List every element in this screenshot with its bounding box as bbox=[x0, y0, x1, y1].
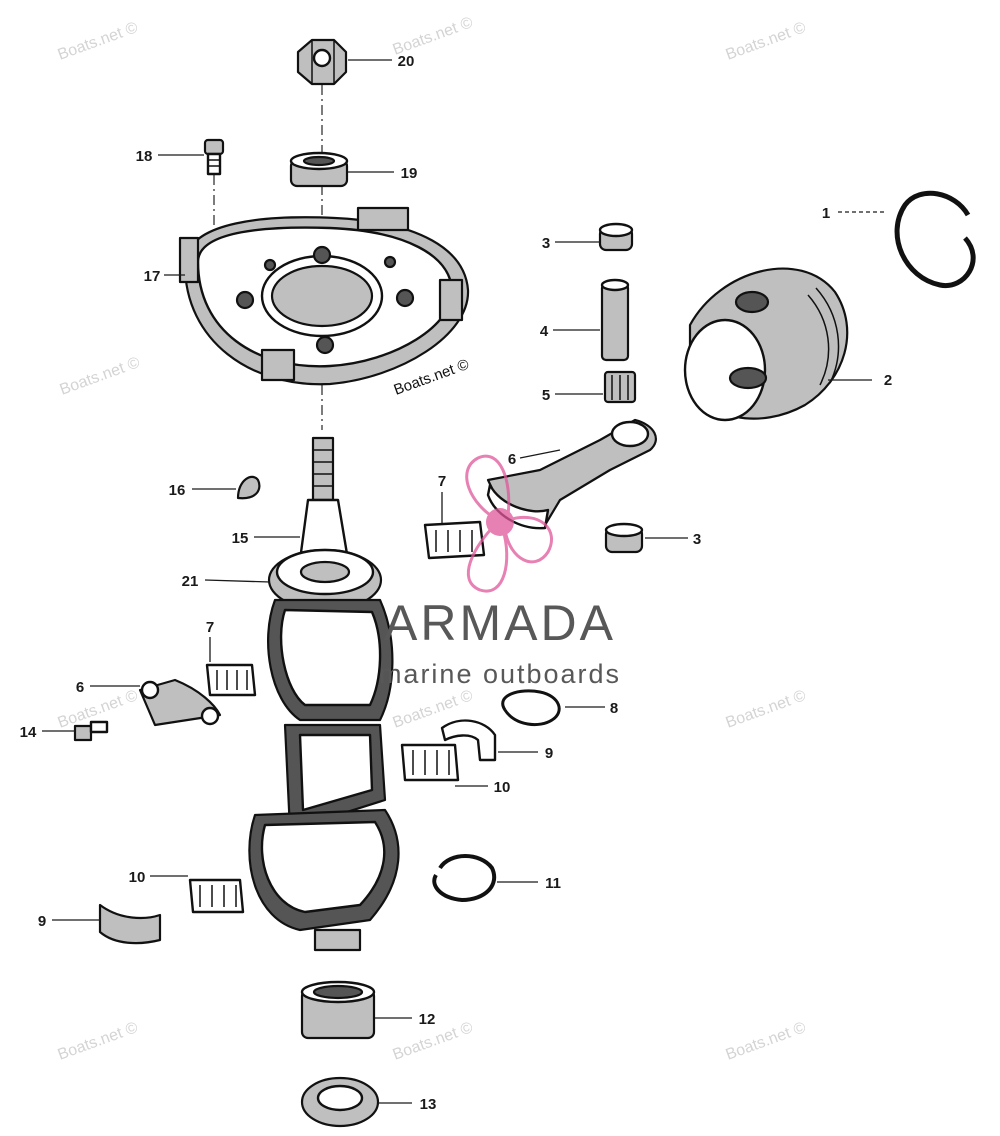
callout-7: 7 bbox=[206, 619, 214, 636]
bearing-race-part[interactable] bbox=[440, 719, 497, 762]
callout-6: 6 bbox=[76, 679, 84, 696]
callout-6: 6 bbox=[508, 451, 516, 468]
screw-part[interactable] bbox=[203, 138, 225, 176]
lower-bearing-part[interactable] bbox=[300, 980, 376, 1040]
piston-pin-retainer-part[interactable] bbox=[604, 522, 644, 554]
rod-bolt-part[interactable] bbox=[73, 720, 109, 742]
leader-lines bbox=[42, 59, 885, 1104]
rod-bearing-cage-part[interactable] bbox=[423, 520, 486, 560]
callout-3: 3 bbox=[693, 531, 701, 548]
piston-pin-retainer-part[interactable] bbox=[598, 222, 634, 252]
upper-oil-seal-part[interactable] bbox=[289, 151, 349, 188]
rod-cap-part[interactable] bbox=[138, 678, 222, 727]
rod-bearing-cage-part[interactable] bbox=[205, 663, 257, 697]
piston-part[interactable] bbox=[683, 267, 849, 422]
watermark: Boats.net © bbox=[724, 1019, 809, 1064]
callout-14: 14 bbox=[20, 724, 37, 741]
callout-labels: 1 2 3 3 4 5 6 6 7 7 8 9 9 10 10 11 12 13… bbox=[20, 53, 893, 1113]
callout-1: 1 bbox=[822, 205, 830, 222]
callout-17: 17 bbox=[144, 268, 161, 285]
bearing-race-part[interactable] bbox=[98, 903, 162, 945]
callout-18: 18 bbox=[136, 148, 153, 165]
woodruff-key-part[interactable] bbox=[236, 475, 261, 500]
armada-logo: ARMADA marine outboards bbox=[379, 454, 621, 689]
logo-brand: ARMADA bbox=[384, 595, 616, 651]
upper-bearing-cage-part[interactable] bbox=[178, 206, 470, 386]
oil-seal-part[interactable] bbox=[300, 1076, 380, 1128]
logo-tagline: marine outboards bbox=[379, 659, 621, 689]
callout-2: 2 bbox=[884, 372, 892, 389]
roller-bearing-part[interactable] bbox=[400, 743, 460, 782]
crankshaft-part[interactable] bbox=[248, 436, 400, 952]
callout-13: 13 bbox=[420, 1096, 437, 1113]
callout-11: 11 bbox=[545, 875, 561, 892]
callout-12: 12 bbox=[419, 1011, 436, 1028]
watermark: Boats.net © bbox=[58, 354, 143, 399]
callout-9: 9 bbox=[38, 913, 46, 930]
callout-10: 10 bbox=[129, 869, 146, 886]
connecting-rod-part[interactable] bbox=[486, 418, 657, 530]
watermark: Boats.net © bbox=[724, 19, 809, 64]
retaining-ring-part[interactable] bbox=[501, 689, 561, 727]
callout-5: 5 bbox=[542, 387, 550, 404]
callout-19: 19 bbox=[401, 165, 418, 182]
propeller-icon bbox=[465, 454, 554, 593]
callout-10: 10 bbox=[494, 779, 511, 796]
callout-21: 21 bbox=[182, 573, 199, 590]
callout-7: 7 bbox=[438, 473, 446, 490]
callout-16: 16 bbox=[169, 482, 186, 499]
watermark: Boats.net © bbox=[56, 19, 141, 64]
callout-4: 4 bbox=[540, 323, 549, 340]
callout-15: 15 bbox=[232, 530, 249, 547]
piston-pin-part[interactable] bbox=[600, 278, 630, 362]
flywheel-nut-part[interactable] bbox=[296, 38, 348, 86]
snap-ring-part[interactable] bbox=[432, 854, 496, 903]
needle-bearing-part[interactable] bbox=[603, 370, 637, 404]
callout-20: 20 bbox=[398, 53, 415, 70]
callout-8: 8 bbox=[610, 700, 618, 717]
piston-ring-part[interactable] bbox=[894, 190, 976, 288]
callout-9: 9 bbox=[545, 745, 553, 762]
roller-bearing-part[interactable] bbox=[188, 878, 245, 914]
callout-3: 3 bbox=[542, 235, 550, 252]
watermark: Boats.net © bbox=[56, 1019, 141, 1064]
watermark: Boats.net © bbox=[724, 687, 809, 732]
